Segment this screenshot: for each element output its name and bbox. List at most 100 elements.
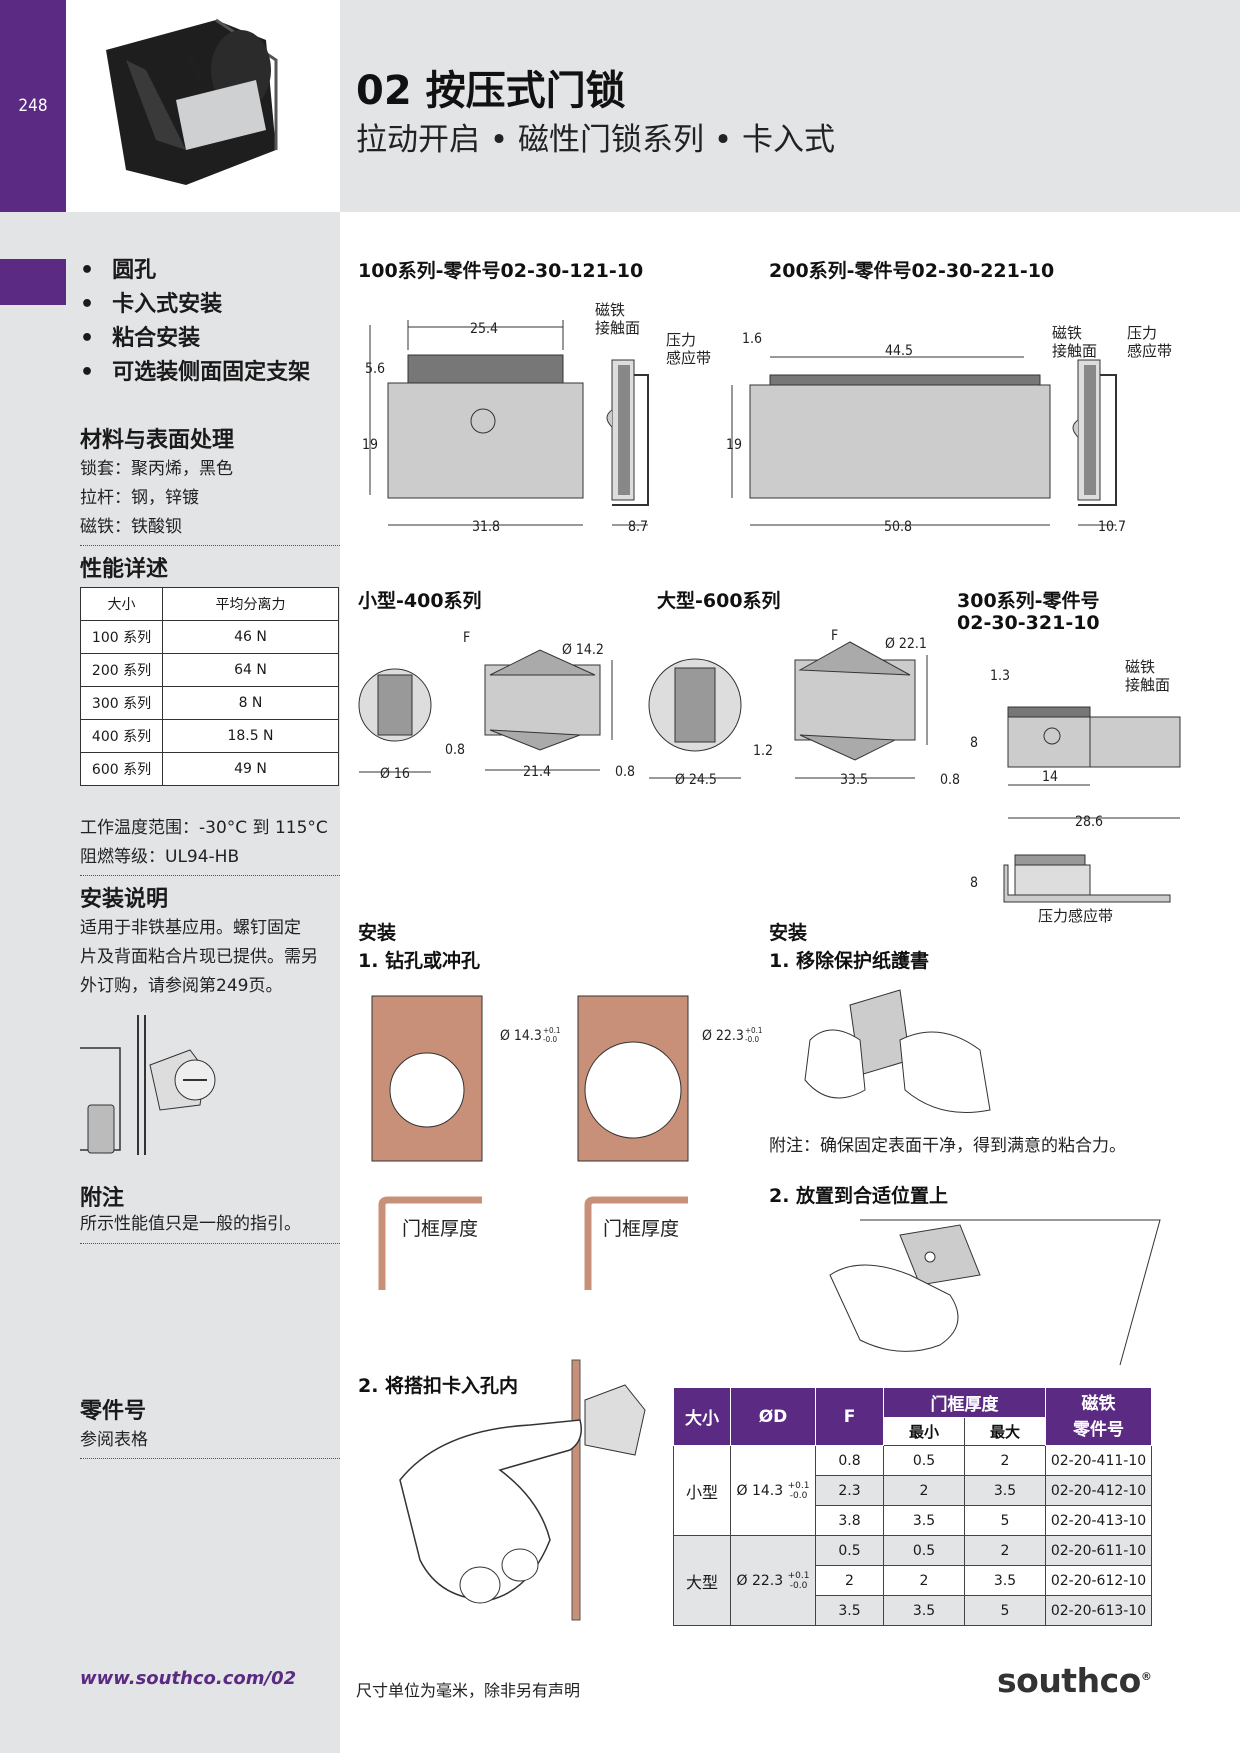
label-pressure: 压力 <box>1127 324 1157 342</box>
dim-label: Ø 22.1 <box>885 636 927 652</box>
southco-logo: southco® <box>997 1661 1152 1700</box>
dim-label: 1.2 <box>753 743 773 759</box>
table-cell: 2 <box>964 1535 1046 1566</box>
tolerance: -0.0 <box>543 1035 557 1044</box>
remove-backing-illustration <box>804 989 991 1113</box>
tolerance: +0.1 <box>543 1026 560 1035</box>
table-cell: 200 系列 <box>80 653 163 687</box>
table-header: 大小 <box>673 1387 731 1446</box>
dim-label: 28.6 <box>1075 814 1103 830</box>
divider <box>80 875 340 876</box>
table-cell: 02-20-413-10 <box>1045 1505 1152 1536</box>
tolerance-plus: +0.1 <box>787 1480 810 1491</box>
label-magnet: 磁铁 <box>1125 658 1155 676</box>
table-cell: 大型 <box>673 1535 731 1626</box>
table-cell: 3.5 <box>883 1505 965 1536</box>
label-pressure: 压力感应带 <box>1038 907 1113 925</box>
install-heading-right: 安装 <box>769 922 808 944</box>
dim-label: 25.4 <box>470 321 498 337</box>
feature-list: 圆孔 卡入式安装 粘合安装 可选装侧面固定支架 <box>80 256 310 392</box>
tolerance: +0.1 <box>745 1026 762 1035</box>
series-100-drawing: 25.4 5.6 19 31.8 8.7 磁铁 接触面 压力 感应带 <box>362 301 711 535</box>
website-link[interactable]: www.southco.com/02 <box>80 1668 297 1689</box>
divider <box>80 1243 340 1244</box>
part-number-table: 大小 ØD F 门框厚度 磁铁 零件号 最小 最大 小型 Ø 14.3 +0.1… <box>673 1387 1152 1626</box>
note-text: 所示性能值只是一般的指引。 <box>80 1214 301 1234</box>
table-cell: 400 系列 <box>80 719 163 753</box>
temperature-range: 工作温度范围：-30°C 到 115°C <box>80 818 328 838</box>
part-number-text: 参阅表格 <box>80 1430 148 1450</box>
table-header: 门框厚度 <box>883 1387 1046 1418</box>
dim-label: F <box>831 628 838 644</box>
table-cell: 300 系列 <box>80 686 163 720</box>
table-cell: 3.5 <box>964 1565 1046 1596</box>
label-pressure: 压力 <box>666 331 696 349</box>
table-cell: Ø 22.3 +0.1-0.0 <box>730 1535 816 1626</box>
table-cell: 49 N <box>162 752 339 786</box>
table-cell: 02-20-411-10 <box>1045 1445 1152 1476</box>
table-cell: 64 N <box>162 653 339 687</box>
install-notes-text: 片及背面粘合片现已提供。需另 <box>80 947 318 967</box>
od-value: Ø 14.3 <box>736 1482 784 1499</box>
table-cell: 3.5 <box>883 1595 965 1626</box>
label-magnet: 磁铁 <box>595 301 625 319</box>
dim-label: Ø 16 <box>380 766 410 782</box>
dim-label: 8 <box>970 875 978 891</box>
dim-label: 10.7 <box>1098 519 1126 535</box>
table-cell: 100 系列 <box>80 620 163 654</box>
tolerance: +0.1-0.0 <box>788 1571 810 1591</box>
install-step-position: 2. 放置到合适位置上 <box>769 1185 949 1207</box>
table-header: 平均分离力 <box>162 587 339 621</box>
frame-thickness-label: 门框厚度 <box>603 1218 679 1240</box>
table-row: 3.8 3.5 5 02-20-413-10 <box>674 1505 1152 1536</box>
table-header: 大小 <box>80 587 163 621</box>
divider <box>80 545 340 546</box>
table-cell: 5 <box>964 1505 1046 1536</box>
tolerance: -0.0 <box>745 1035 759 1044</box>
dim-label: Ø 24.5 <box>675 772 717 788</box>
dim-label: 33.5 <box>840 772 868 788</box>
label-magnet: 接触面 <box>1052 342 1097 360</box>
table-cell: 小型 <box>673 1445 731 1536</box>
table-cell: 600 系列 <box>80 752 163 786</box>
table-row: 2.3 2 3.5 02-20-412-10 <box>674 1475 1152 1506</box>
feature-item: 圆孔 <box>80 256 310 290</box>
dim-label: 21.4 <box>523 764 551 780</box>
small-400-drawing: F Ø 14.2 0.8 21.4 0.8 Ø 16 <box>358 630 635 782</box>
table-cell: 0.5 <box>883 1535 965 1566</box>
product-photo: SOUTHCO <box>66 0 340 212</box>
large-600-drawing: F Ø 22.1 1.2 33.5 0.8 Ø 24.5 <box>648 628 960 788</box>
install-notes-text: 适用于非铁基应用。螺钉固定 <box>80 918 301 938</box>
install-step-remove-backing: 1. 移除保护纸護書 <box>769 950 930 972</box>
od-value: Ø 22.3 <box>736 1572 784 1589</box>
tolerance-minus: -0.0 <box>789 1580 808 1591</box>
feature-item: 卡入式安装 <box>80 290 310 324</box>
table-cell: 0.8 <box>815 1445 884 1476</box>
label-magnet: 接触面 <box>1125 676 1170 694</box>
dim-label: 8.7 <box>628 519 648 535</box>
drawing-title-400: 小型-400系列 <box>358 590 482 612</box>
table-row: 大型 Ø 22.3 +0.1-0.0 0.5 0.5 2 02-20-611-1… <box>673 1535 1152 1626</box>
install-heading-left: 安装 <box>358 922 397 944</box>
label-pressure: 感应带 <box>1127 342 1172 360</box>
feature-item: 可选装侧面固定支架 <box>80 358 310 392</box>
table-cell: 46 N <box>162 620 339 654</box>
performance-heading: 性能详述 <box>80 557 169 582</box>
table-cell: 8 N <box>162 686 339 720</box>
dim-label: 0.8 <box>615 764 635 780</box>
latch-photo-illustration: SOUTHCO <box>106 18 278 185</box>
table-header: F <box>815 1387 884 1446</box>
table-cell: 02-20-611-10 <box>1045 1535 1152 1566</box>
page-subtitle: 拉动开启 • 磁性门锁系列 • 卡入式 <box>356 122 835 158</box>
series-200-drawing: 44.5 1.6 19 50.8 10.7 磁铁 接触面 压力 感应带 <box>726 324 1172 535</box>
table-header: 最小 <box>883 1417 965 1446</box>
series-300-drawing: 1.3 8 14 28.6 8 磁铁 接触面 压力感应带 <box>970 658 1181 925</box>
dim-label: Ø 14.2 <box>562 642 604 658</box>
drawing-title-600: 大型-600系列 <box>657 590 781 612</box>
dim-label: 1.6 <box>742 331 762 347</box>
